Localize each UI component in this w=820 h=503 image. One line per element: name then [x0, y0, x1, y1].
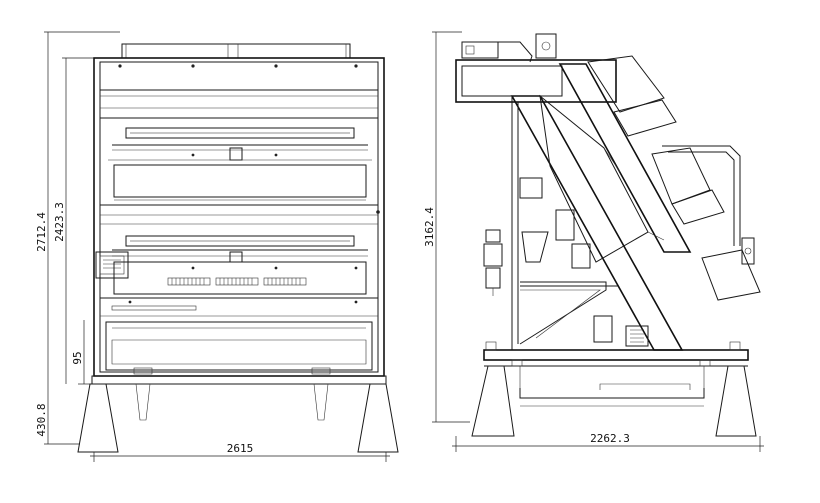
dim-offset: 95 [71, 351, 84, 364]
side-view: 3162.4 2262.3 [423, 31, 764, 452]
dim-side-height: 3162.4 [423, 207, 436, 247]
sensor-boxes [587, 55, 761, 301]
control-panel [95, 251, 129, 279]
dim-body-height: 2423.3 [53, 202, 66, 242]
front-view: 2712.4 2423.3 95 430.8 2615 [35, 31, 399, 462]
side-dimensions [432, 31, 764, 452]
bolt-dots [118, 64, 380, 304]
dim-side-width: 2262.3 [590, 432, 630, 445]
vent-grille [167, 277, 307, 286]
front-dimensions [44, 31, 390, 462]
dim-foot: 430.8 [35, 403, 48, 436]
filter-regulator [483, 229, 503, 296]
dim-total-height: 2712.4 [35, 212, 48, 252]
dim-width: 2615 [227, 442, 254, 455]
